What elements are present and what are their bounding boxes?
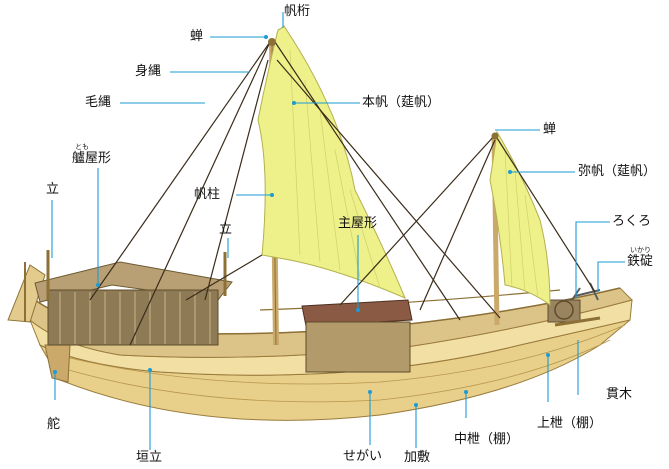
- label-tatsu-left: 立: [46, 182, 60, 197]
- label-nakadana: 中枻（棚）: [454, 432, 520, 447]
- main-mast-pulley: [268, 38, 276, 46]
- fore-sail-seams: [504, 149, 539, 299]
- rudder: [44, 344, 71, 383]
- main-sail-seams: [289, 49, 381, 289]
- fore-sail: [489, 130, 551, 306]
- main-sail: [257, 25, 406, 299]
- label-kakitatsu: 垣立: [136, 450, 163, 465]
- label-tatsu-mid: 立: [219, 222, 233, 237]
- label-semi-main: 蝉: [190, 29, 204, 44]
- label-hon-ho: 本帆（莚帆）: [362, 95, 441, 110]
- main-cabin-wall: [305, 321, 411, 373]
- stern-cabin-slats: [59, 292, 211, 344]
- label-tomoyagata: 艫屋形: [72, 151, 112, 166]
- beam-kanuki: [554, 316, 601, 327]
- ruby-tomo: とも: [75, 143, 89, 151]
- ruby-ikari: いかり: [630, 246, 651, 254]
- leader-dots: [53, 35, 550, 407]
- leader-lines: [51, 12, 625, 450]
- stern-frame: [7, 264, 46, 323]
- rigging: [89, 41, 596, 346]
- label-kanuki: 貫木: [606, 387, 633, 402]
- label-uwadana: 上枻（棚）: [537, 416, 603, 431]
- label-hoketa: 帆桁: [284, 4, 311, 19]
- label-rokuro: ろくろ: [612, 214, 652, 229]
- label-yaho: 弥帆（莚帆）: [578, 164, 657, 179]
- stern-cabin-wall: [47, 289, 219, 346]
- label-kashiki: 加敷: [404, 450, 431, 465]
- label-mikata: 身縄: [135, 64, 162, 79]
- label-kaji: 舵: [47, 417, 61, 432]
- label-segai: せがい: [343, 449, 383, 464]
- label-omoyagata: 主屋形: [338, 216, 378, 231]
- windlass: [547, 299, 581, 323]
- main-cabin-roof: [301, 299, 413, 327]
- hull-plank-line: [44, 324, 626, 385]
- fore-mast-pulley: [491, 132, 499, 140]
- label-semi-fore: 蝉: [543, 122, 557, 137]
- label-hobashira: 帆柱: [194, 187, 221, 202]
- label-tetsuikari: 鉄碇: [627, 254, 654, 269]
- label-kenawa: 毛縄: [85, 95, 112, 110]
